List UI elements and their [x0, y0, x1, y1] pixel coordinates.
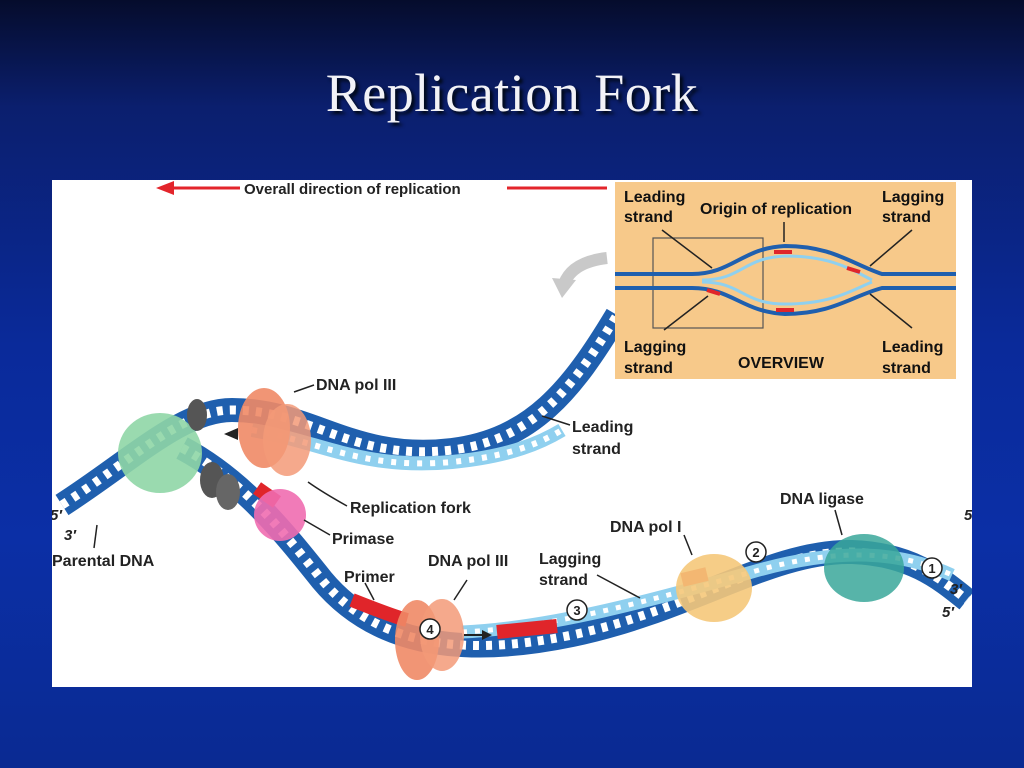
overview-lagging-top-line1: Lagging: [882, 189, 944, 206]
overview-leading-bottom-line1: Leading: [882, 339, 943, 356]
arrow-icon: [224, 428, 238, 440]
direction-arrow: Overall direction of replication: [156, 181, 607, 198]
dna-pol-iii-bottom-icon: [395, 599, 464, 680]
dna-ligase-icon: [824, 534, 904, 602]
diagram-panel: Overall direction of replication: [52, 180, 972, 687]
helicase-icon: [118, 413, 202, 493]
end-label-3-right: 3′: [950, 581, 963, 598]
overview-lagging-bottom-line2: strand: [624, 360, 673, 377]
dna-ligase-label: DNA ligase: [780, 491, 864, 508]
dna-pol-iii-top-label: DNA pol III: [316, 377, 396, 394]
svg-text:2: 2: [752, 545, 759, 560]
dna-pol-i-label: DNA pol I: [610, 519, 681, 536]
step-marker: 3: [566, 599, 588, 621]
leading-strand-label-line1: Leading: [572, 419, 633, 436]
replication-fork-label: Replication fork: [350, 500, 471, 517]
dna-pol-iii-top-icon: [238, 388, 311, 476]
dna-pol-iii-bottom-label: DNA pol III: [428, 553, 508, 570]
leading-strand-label-line2: strand: [572, 441, 621, 458]
end-label-5-right-top: 5: [964, 507, 972, 524]
overview-leading-top-line1: Leading: [624, 189, 685, 206]
single-strand-binding-icon: [187, 399, 240, 510]
curved-arrow-head-icon: [552, 278, 576, 298]
primer-segment: [496, 619, 558, 639]
callout-lines: [93, 384, 843, 601]
overview-origin-label: Origin of replication: [700, 201, 852, 218]
primase-label: Primase: [332, 531, 394, 548]
arrow-head-icon: [482, 630, 492, 640]
overview-label: OVERVIEW: [738, 355, 825, 372]
dna-pol-i-icon: [676, 554, 752, 622]
end-label-5-right: 5′: [942, 604, 955, 621]
overview-leading-top-line2: strand: [624, 209, 673, 226]
lagging-strand-label-line1: Lagging: [539, 551, 601, 568]
end-label-5-left: 5′: [52, 507, 63, 524]
svg-text:1: 1: [928, 561, 935, 576]
replication-fork-diagram: Overall direction of replication: [52, 181, 972, 680]
overview-leading-bottom-line2: strand: [882, 360, 931, 377]
step-marker: 2: [745, 541, 767, 563]
parental-dna-label: Parental DNA: [52, 553, 155, 570]
primer-label: Primer: [344, 569, 395, 586]
primase-icon: [254, 489, 306, 541]
end-label-3-left: 3′: [64, 527, 77, 544]
svg-text:4: 4: [426, 622, 434, 637]
overview-lagging-bottom-line1: Lagging: [624, 339, 686, 356]
step-marker: 1: [921, 557, 943, 579]
lagging-strand-label-line2: strand: [539, 572, 588, 589]
direction-label: Overall direction of replication: [244, 181, 461, 198]
step-marker: 4: [419, 618, 441, 640]
overview-inset: Leading strand Origin of replication Lag…: [615, 182, 956, 379]
svg-text:3: 3: [573, 603, 580, 618]
slide-title: Replication Fork: [325, 63, 699, 123]
overview-lagging-top-line2: strand: [882, 209, 931, 226]
